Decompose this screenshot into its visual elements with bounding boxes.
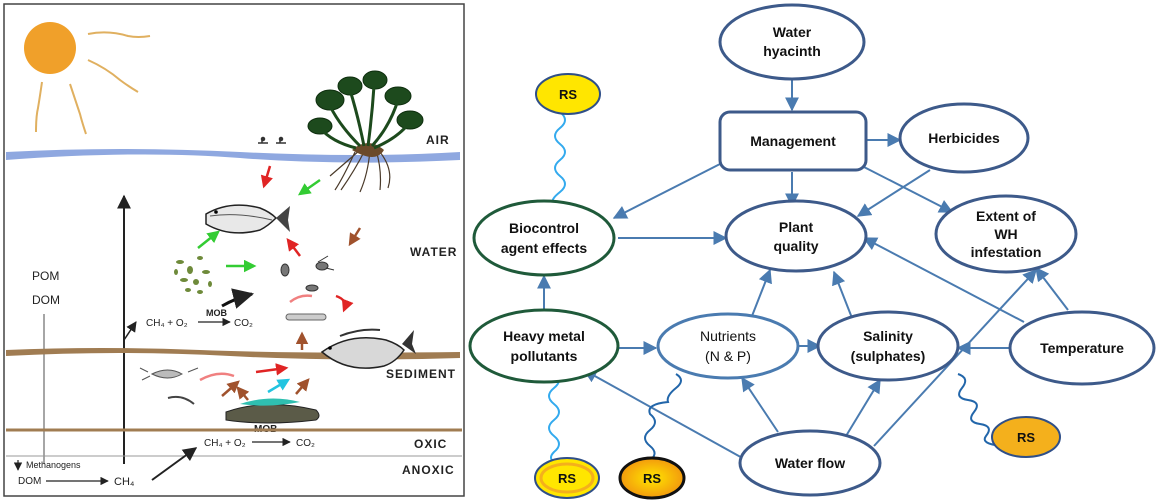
ch4-bottom-label: CH₄: [114, 476, 135, 488]
edge-temperature-extent: [1035, 266, 1069, 311]
node-temperature-label: Temperature: [1040, 340, 1124, 356]
node-plant-quality-line-2: quality: [773, 238, 818, 254]
water-surface: [6, 149, 460, 163]
rs-badge-top: RS: [535, 73, 601, 115]
water-birds-icon: [258, 136, 286, 144]
zone-label-water: WATER: [410, 245, 457, 259]
zone-label-sediment: SEDIMENT: [386, 367, 456, 381]
rs-wave-biocontrol: [551, 111, 566, 203]
edge-nutrients-plantquality: [751, 268, 772, 317]
node-management-label: Management: [750, 133, 836, 149]
node-extent-wh[interactable]: Extent of WH infestation: [934, 194, 1078, 274]
zone-label-anoxic: ANOXIC: [402, 463, 455, 477]
rs-wave-heavymetal: [548, 371, 560, 463]
sediment-arrows: [199, 363, 310, 401]
rs-badge-bottom-2: RS: [618, 456, 686, 500]
pom-label: POM: [32, 269, 59, 283]
rs-label: RS: [1017, 430, 1035, 445]
sun-icon: [24, 22, 76, 74]
methanogens-label: Methanogens: [26, 460, 81, 470]
node-management[interactable]: Management: [718, 110, 868, 172]
detritus-arrow: [221, 288, 255, 309]
node-temperature[interactable]: Temperature: [1008, 310, 1156, 386]
node-biocontrol-line-1: Biocontrol: [509, 220, 579, 236]
detritus-particle: [285, 313, 327, 321]
rs-label: RS: [559, 87, 577, 102]
methane-oxidation-arrow: [123, 321, 137, 341]
panel-frame: [3, 3, 465, 497]
node-biocontrol[interactable]: Biocontrol agent effects: [472, 199, 616, 277]
shrimp-icon: [139, 367, 199, 381]
node-water-hyacinth-line-1: Water: [773, 24, 812, 40]
oxic-reaction-lhs: CH₄ + O₂: [204, 438, 246, 449]
node-extent-wh-line-3: infestation: [971, 244, 1042, 260]
node-heavy-metal-line-1: Heavy metal: [503, 328, 585, 344]
node-heavy-metal[interactable]: Heavy metal pollutants: [468, 308, 620, 384]
dom-label: DOM: [32, 293, 60, 307]
node-heavy-metal-line-2: pollutants: [511, 348, 578, 364]
rs-badge-bottom-1: RS: [534, 457, 600, 499]
edge-waterflow-salinity: [845, 378, 881, 437]
node-herbicides[interactable]: Herbicides: [898, 102, 1030, 174]
node-water-flow-label: Water flow: [775, 455, 845, 471]
edge-herbicides-plantquality: [856, 169, 931, 217]
node-salinity[interactable]: Salinity (sulphates): [816, 310, 960, 382]
node-water-flow[interactable]: Water flow: [738, 429, 882, 497]
node-extent-wh-line-1: Extent of: [976, 208, 1036, 224]
rs-badge-right: RS: [991, 416, 1061, 458]
node-salinity-line-2: (sulphates): [851, 348, 926, 364]
trophic-arrows: [197, 165, 362, 350]
edge-waterflow-heavymetal: [582, 369, 747, 461]
edge-temperature-plantquality: [862, 237, 1025, 323]
rs-wave-nutrients: [644, 373, 682, 463]
node-nutrients-line-2: (N & P): [705, 348, 751, 364]
rs-wave-temperature: [957, 373, 1003, 447]
water-hyacinth-plant-icon: [307, 70, 424, 193]
edge-management-extent: [861, 165, 954, 213]
worm-icon: [167, 395, 195, 405]
node-biocontrol-line-2: agent effects: [501, 240, 588, 256]
fish-icon: [205, 204, 290, 234]
zone-label-air: AIR: [426, 133, 450, 147]
node-nutrients-line-1: Nutrients: [700, 328, 756, 344]
oxic-reaction-rhs: CO₂: [296, 438, 315, 449]
rs-label: RS: [558, 471, 576, 486]
ch4-to-oxic-arrow: [151, 447, 198, 481]
water-reaction-rhs: CO₂: [234, 318, 253, 329]
zone-label-oxic: OXIC: [414, 437, 447, 451]
node-plant-quality[interactable]: Plant quality: [724, 199, 868, 273]
rs-connectors: [548, 111, 1003, 463]
bottom-fish-icon: [320, 328, 416, 369]
node-herbicides-label: Herbicides: [928, 130, 1000, 146]
node-water-hyacinth-line-2: hyacinth: [763, 43, 821, 59]
concept-map: RS RS RS RS Water hyacinth Management He…: [468, 3, 1156, 500]
edge-salinity-plantquality: [832, 270, 853, 319]
edge-management-biocontrol: [612, 163, 721, 219]
phytoplankton-icon: [174, 256, 212, 294]
concept-edges: [537, 80, 1069, 461]
node-nutrients[interactable]: Nutrients (N & P): [656, 312, 800, 380]
microbial-mat-icon: [225, 398, 320, 424]
ecosystem-panel: AIR: [3, 3, 465, 497]
node-water-hyacinth[interactable]: Water hyacinth: [718, 3, 866, 81]
water-reaction-mob: MOB: [206, 308, 227, 318]
edge-waterflow-nutrients: [741, 376, 779, 433]
water-reaction-lhs: CH₄ + O₂: [146, 318, 188, 329]
node-plant-quality-line-1: Plant: [779, 219, 814, 235]
sun-rays: [35, 31, 151, 135]
node-salinity-line-1: Salinity: [863, 328, 913, 344]
rs-label: RS: [643, 471, 661, 486]
zooplankton-icon: [280, 255, 335, 292]
node-extent-wh-line-2: WH: [994, 226, 1017, 242]
dom-bottom-label: DOM: [18, 476, 41, 487]
